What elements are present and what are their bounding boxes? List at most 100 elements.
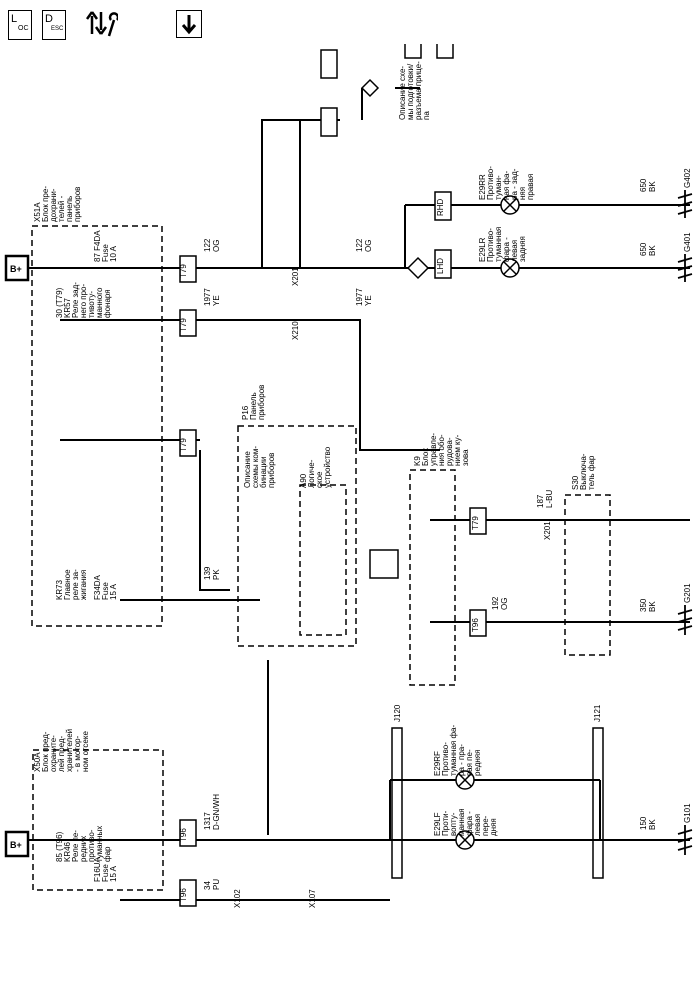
wire-lines (28, 87, 690, 901)
f16ua-line-0: F16UA (93, 856, 102, 882)
x210: X210 (291, 321, 300, 340)
e29lr-line-2: туманная (494, 227, 503, 262)
x50a-line-6: ном отсеке (81, 731, 90, 772)
e29rr-line-4: ра - зад- (510, 168, 519, 200)
kr73-line-3: жигания (79, 570, 88, 600)
p16-line-0: P16 (241, 405, 250, 420)
kr57-line-1: KR57 (63, 297, 72, 318)
rhd-label: RHD (436, 198, 445, 216)
x51a-line-3: телей - (57, 195, 66, 222)
w1977b-col: YE (364, 295, 373, 306)
a90-line-0: A90 (299, 473, 308, 488)
e29rr-line-6: правая (526, 174, 535, 200)
f4da-line-2: 10 A (109, 245, 118, 262)
location-view-button[interactable]: L OC (8, 10, 32, 40)
e29rr-line-0: E29RR (478, 174, 487, 200)
w1977-num: 1977 (203, 288, 212, 306)
f34da-line-2: 15 A (109, 583, 118, 600)
t96-b: T96 (179, 828, 188, 842)
w139-col: PK (212, 569, 221, 580)
w1977-col: YE (212, 295, 221, 306)
down-arrow-icon[interactable] (176, 10, 202, 38)
t79-c: T79 (179, 438, 188, 452)
x102: X102 (233, 889, 242, 908)
w187-num: 187 (536, 494, 545, 508)
k9-line-6: зова (461, 449, 470, 466)
lhd-label: LHD (436, 258, 445, 274)
kr57-line-0: 30 (T79) (55, 287, 64, 318)
w192-num: 192 (491, 596, 500, 610)
x107: X107 (308, 889, 317, 908)
w187-col: L-BU (545, 490, 554, 508)
description-view-button[interactable]: D ESC (42, 10, 66, 40)
t96-a: T96 (471, 618, 480, 632)
e29rr-line-2: туман- (494, 175, 503, 200)
g101: G101 (683, 803, 692, 823)
g401: G401 (683, 232, 692, 252)
w34-num: 34 (203, 881, 212, 890)
kr46-line-5: туманных (95, 826, 104, 862)
f34da-line-1: Fuse (101, 582, 110, 600)
p16_desc-line-2: бинации (259, 457, 268, 488)
p16_desc-line-3: приборов (267, 453, 276, 488)
p16-line-2: приборов (257, 385, 266, 420)
e29rf-line-2: туманная фа- (449, 725, 458, 776)
w350-num: 350 (639, 598, 648, 612)
x50a-line-4: хранителей (65, 729, 74, 772)
w1317-num: 1317 (203, 812, 212, 830)
w122-col: OG (212, 240, 221, 252)
w150-col: BK (648, 819, 657, 830)
k9-line-4: рудова- (445, 437, 454, 466)
w122b-num: 122 (355, 238, 364, 252)
x50a-line-0: X50A (33, 752, 42, 772)
e29lf-line-4: фара - (465, 811, 474, 836)
kr57-line-5: манного (95, 287, 104, 318)
kr46-line-6: фар (103, 846, 112, 862)
g201: G201 (683, 583, 692, 603)
f4da-line-0: 87 F4DA (93, 230, 102, 262)
s30-line-2: тель фар (587, 455, 596, 490)
w1317-col: D-GN/WH (212, 794, 221, 830)
kr46-line-3: редних (79, 836, 88, 862)
kr57-line-2: Реле зад- (71, 282, 80, 318)
e29rf-line-3: ра - пра- (457, 744, 466, 776)
kr46-line-0: 85 (T96) (55, 831, 64, 862)
x51a-line-0: X51A (33, 202, 42, 222)
desc_conn-line-1: мы подготовки/ (406, 63, 415, 120)
desc_conn-line-3: па (422, 111, 431, 120)
ground-symbols (677, 190, 693, 855)
bplus-bottom: B+ (10, 840, 22, 850)
connector-boxes (4, 44, 487, 907)
s30-line-1: Выключа- (579, 453, 588, 490)
x51a-line-2: дохрани- (49, 188, 58, 222)
j120: J120 (393, 704, 402, 722)
e29lr-line-0: E29LR (478, 237, 487, 262)
p16_desc-line-1: схемы ком- (251, 446, 260, 488)
t79-d: T79 (471, 516, 480, 530)
e29lf-line-2: вопту- (449, 812, 458, 836)
w192-col: OG (500, 598, 509, 610)
e29rf-line-1: Противо- (441, 742, 450, 776)
f16ua-line-2: 15 A (109, 865, 118, 882)
p16-line-1: Панель (249, 392, 258, 420)
x51a-line-4: панель (65, 196, 74, 222)
kr73-line-2: реле за- (71, 569, 80, 600)
x50a-line-5: - в мотор- (73, 735, 82, 772)
wiring-diagram: B+ B+ T79 T79 T79 T79 T96 T96 T96 LHD RH… (4, 44, 693, 908)
k9-line-2: управле- (429, 433, 438, 466)
x50a-line-3: лей пред- (57, 735, 66, 772)
e29lf-line-6: пере- (481, 815, 490, 836)
e29lf-line-0: E29LF (433, 812, 442, 836)
kr46-line-2: Реле пе- (71, 830, 80, 862)
x51a-line-5: приборов (73, 187, 82, 222)
f34da-line-0: F34DA (93, 574, 102, 600)
e29lf-line-1: Проти- (441, 810, 450, 836)
dashed-boxes (31, 225, 611, 891)
x50a-line-1: Блок пред- (41, 731, 50, 772)
kr57-line-3: него про- (79, 283, 88, 318)
x201-a: X201 (291, 267, 300, 286)
a90-line-2: ское (315, 471, 324, 488)
wrench-updown-icon[interactable] (85, 6, 120, 40)
f4da-line-1: Fuse (101, 244, 110, 262)
e29lf-line-7: дняя (489, 818, 498, 836)
